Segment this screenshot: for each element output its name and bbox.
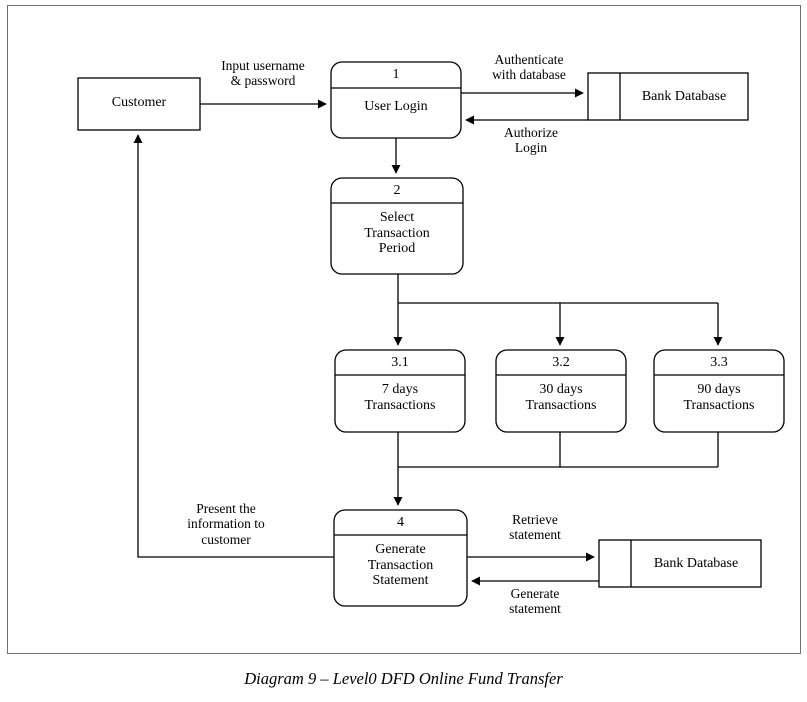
process-2-shape xyxy=(330,177,464,275)
page-border xyxy=(7,5,801,654)
flow-label-input-credentials: Input username & password xyxy=(221,58,305,89)
process-31-label: 7 days Transactions xyxy=(364,382,436,413)
flow-label-present-information: Present the information to customer xyxy=(187,501,265,547)
process-32-shape xyxy=(495,349,627,433)
figure-caption: Diagram 9 – Level0 DFD Online Fund Trans… xyxy=(244,669,563,688)
flow-label-retrieve-statement: Retrieve statement xyxy=(509,512,561,543)
process-4-shape xyxy=(333,509,468,607)
process-4-label: Generate Transaction Statement xyxy=(367,542,434,589)
process-33-shape xyxy=(653,349,785,433)
store-bank-database-bottom-label: Bank Database xyxy=(653,556,739,571)
process-33-label: 90 days Transactions xyxy=(683,382,755,413)
store-bank-database-top-shape xyxy=(587,72,749,121)
flow-generate-to-customer xyxy=(133,134,334,558)
process-1-label: User Login xyxy=(364,99,428,114)
process-31-number: 3.1 xyxy=(391,355,409,370)
flow-label-authenticate: Authenticate with database xyxy=(492,52,566,83)
process-32-number: 3.2 xyxy=(552,355,570,370)
process-2-number: 2 xyxy=(393,183,401,198)
process-33-number: 3.3 xyxy=(710,355,728,370)
entity-customer-label: Customer xyxy=(111,95,167,110)
process-31-shape xyxy=(334,349,466,433)
flow-label-generate-statement: Generate statement xyxy=(509,586,561,617)
process-1-number: 1 xyxy=(392,67,400,82)
entity-customer-shape xyxy=(77,77,201,131)
dfd-canvas xyxy=(77,61,785,607)
store-bank-database-top-label: Bank Database xyxy=(641,89,727,104)
flow-label-authorize: Authorize Login xyxy=(504,125,558,156)
process-4-number: 4 xyxy=(397,515,404,530)
store-bank-database-bottom-shape xyxy=(598,539,762,588)
process-2-label: Select Transaction Period xyxy=(364,210,430,257)
process-32-label: 30 days Transactions xyxy=(525,382,597,413)
